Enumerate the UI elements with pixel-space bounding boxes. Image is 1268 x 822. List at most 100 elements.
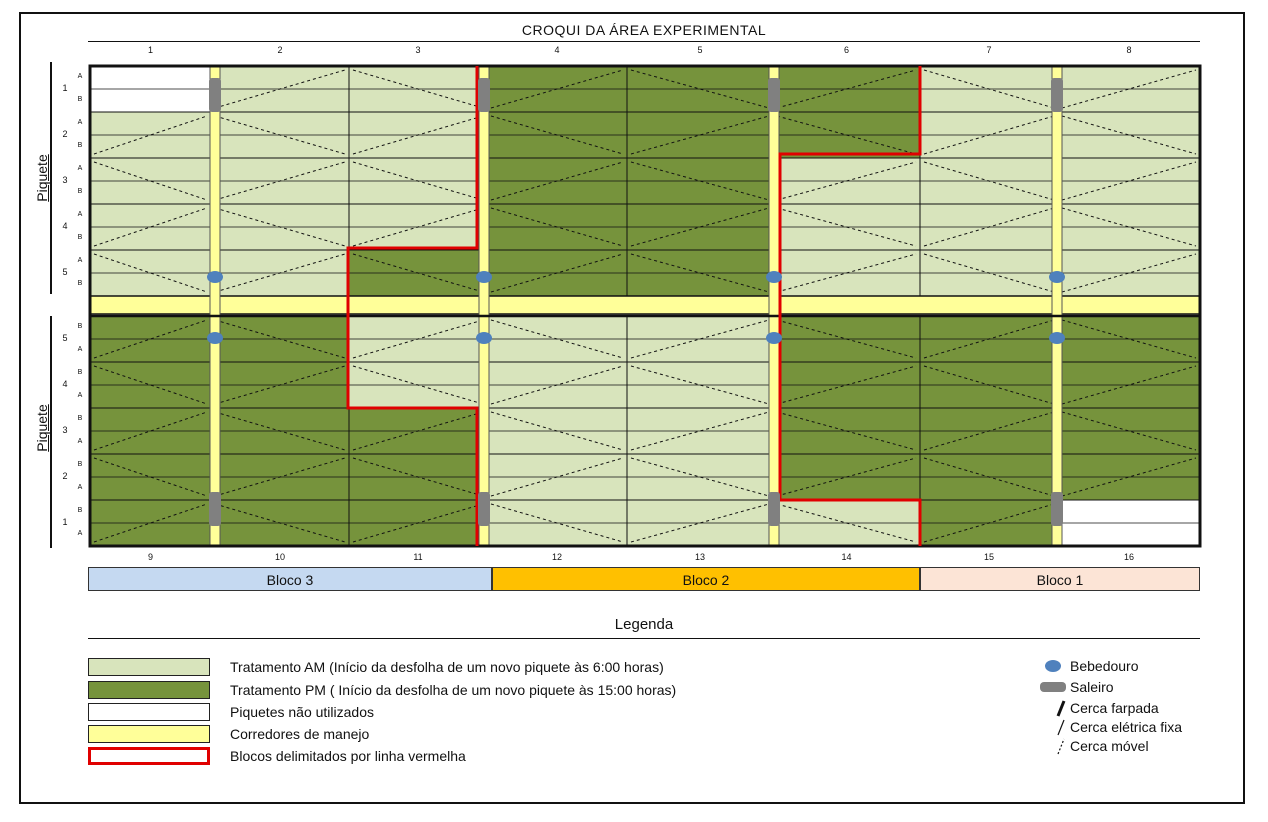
half-label-bottom: A	[77, 346, 83, 353]
half-label-bottom: A	[77, 484, 83, 491]
water-trough-bottom-4	[1049, 332, 1065, 344]
title-rule	[88, 41, 1200, 42]
column-label-top-7: 7	[986, 45, 992, 55]
column-label-bottom-16: 16	[1123, 552, 1134, 562]
mobile-fence-line	[93, 503, 208, 543]
column-label-bottom-13: 13	[694, 552, 705, 562]
water-trough-top-1	[207, 271, 223, 283]
management-corridor-vertical-2	[478, 65, 490, 547]
legend-label-boundary: Blocos delimitados por linha vermelha	[230, 748, 466, 764]
half-label-bottom: B	[77, 507, 83, 514]
half-label-bottom: A	[77, 438, 83, 445]
column-label-top-2: 2	[277, 45, 283, 55]
piquete-bracket-top	[50, 62, 52, 294]
legend-label-corridor: Corredores de manejo	[230, 726, 370, 742]
column-label-bottom-10: 10	[274, 552, 285, 562]
half-label-top: A	[77, 73, 83, 80]
water-trough-top-3	[766, 271, 782, 283]
column-label-top-4: 4	[554, 45, 560, 55]
half-label-top: A	[77, 257, 83, 264]
mobile-fence-line	[93, 365, 208, 405]
column-label-bottom-11: 11	[413, 552, 423, 562]
legend-swatch-boundary	[88, 747, 210, 765]
row-label-bottom-2: 2	[62, 471, 68, 481]
mobile-fence-line	[1061, 411, 1197, 451]
mobile-fence-line	[93, 115, 208, 155]
mobile-fence-line	[1061, 457, 1197, 497]
mobile-fence-line	[1061, 115, 1197, 155]
salt-lick-top-1	[209, 78, 221, 112]
row-label-top-1: 1	[62, 83, 68, 93]
experimental-area-map	[88, 64, 1202, 548]
half-label-top: B	[77, 234, 83, 241]
column-label-top-3: 3	[415, 45, 421, 55]
legend-rule	[88, 638, 1200, 639]
legend-symbol-label-4: Cerca móvel	[1070, 738, 1149, 754]
row-label-top-5: 5	[62, 267, 68, 277]
column-label-top-8: 8	[1126, 45, 1132, 55]
half-label-bottom: B	[77, 323, 83, 330]
management-corridor-vertical-1	[209, 65, 221, 547]
legend-swatch-unused	[88, 703, 210, 721]
legend-symbol-label-0: Bebedouro	[1070, 658, 1139, 674]
half-label-bottom: B	[77, 415, 83, 422]
block-boundary-line-1	[346, 66, 479, 546]
legend-symbol-label-3: Cerca elétrica fixa	[1070, 719, 1183, 735]
mobile-fence-line	[93, 319, 208, 359]
column-label-top-1: 1	[147, 45, 153, 55]
water-trough-top-2	[476, 271, 492, 283]
salt-lick-bottom-3	[768, 492, 780, 526]
half-label-top: B	[77, 142, 83, 149]
mobile-fence-line	[1061, 319, 1197, 359]
block-label-1: Bloco 1	[920, 567, 1200, 591]
block-label-2: Bloco 2	[492, 567, 920, 591]
legend-label-am: Tratamento AM (Início da desfolha de um …	[230, 659, 664, 675]
salt-lick-bottom-1	[209, 492, 221, 526]
half-label-bottom: B	[77, 369, 83, 376]
half-label-top: A	[77, 119, 83, 126]
mobile-fence-line	[93, 253, 208, 293]
half-label-bottom: A	[77, 392, 83, 399]
half-label-top: B	[77, 280, 83, 287]
water-trough-bottom-3	[766, 332, 782, 344]
half-label-top: A	[77, 165, 83, 172]
legend-swatch-pm	[88, 681, 210, 699]
mobile-fence-line	[1061, 207, 1197, 247]
mobile-fence-line	[1061, 161, 1197, 201]
water-trough-top-4	[1049, 271, 1065, 283]
column-label-bottom-9: 9	[147, 552, 153, 562]
water-trough-bottom-2	[476, 332, 492, 344]
mobile-fence-line	[1061, 365, 1197, 405]
piquete-bracket-bottom	[50, 316, 52, 548]
column-label-bottom-12: 12	[551, 552, 562, 562]
column-label-bottom-15: 15	[983, 552, 994, 562]
block-boundary-line-2	[778, 66, 922, 546]
legend-symbol-label-2: Cerca farpada	[1070, 700, 1159, 716]
legend-swatch-am	[88, 658, 210, 676]
block-label-3: Bloco 3	[88, 567, 492, 591]
column-label-bottom-14: 14	[841, 552, 852, 562]
barbed-wire-perimeter	[88, 64, 1202, 548]
legend-title: Legenda	[614, 616, 674, 633]
management-corridor-vertical-3	[768, 65, 780, 547]
row-label-bottom-5: 5	[62, 333, 68, 343]
water-trough-bottom-1	[207, 332, 223, 344]
half-label-top: B	[77, 96, 83, 103]
management-corridor-horizontal	[89, 295, 1201, 315]
half-label-top: A	[77, 211, 83, 218]
row-label-bottom-1: 1	[62, 517, 68, 527]
salt-lick-top-4	[1051, 78, 1063, 112]
diagram-title: CROQUI DA ÁREA EXPERIMENTAL	[521, 22, 767, 38]
row-label-bottom-4: 4	[62, 379, 68, 389]
legend-label-pm: Tratamento PM ( Início da desfolha de um…	[230, 682, 677, 698]
legend-swatch-corridor	[88, 725, 210, 743]
half-label-bottom: B	[77, 461, 83, 468]
mobile-fence-line	[1061, 69, 1197, 109]
half-label-top: B	[77, 188, 83, 195]
salt-lick-top-3	[768, 78, 780, 112]
management-corridor-vertical-4	[1051, 65, 1063, 547]
salt-lick-bottom-4	[1051, 492, 1063, 526]
legend-label-unused: Piquetes não utilizados	[230, 704, 374, 720]
mobile-fence-line	[93, 161, 208, 201]
row-label-bottom-3: 3	[62, 425, 68, 435]
